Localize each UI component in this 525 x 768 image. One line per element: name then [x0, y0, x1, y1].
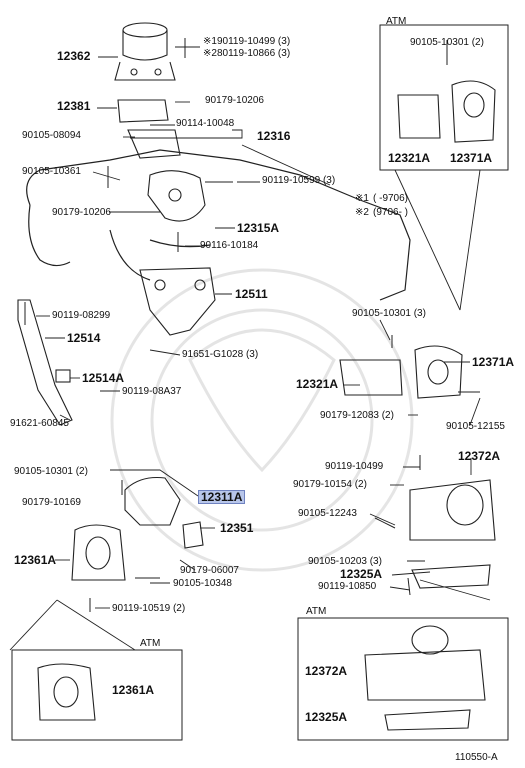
part-label-90105-12243[interactable]: 90105-12243	[298, 508, 357, 519]
part-label-90179-10154[interactable]: 90179-10154 (2)	[293, 479, 367, 490]
canister-12362-drawing	[114, 22, 176, 81]
part-label-90179-10206-top[interactable]: 90179-10206	[205, 95, 264, 106]
part-label-12372A-inset[interactable]: 12372A	[305, 664, 348, 678]
part-label-90119-10850[interactable]: 90119-10850	[318, 581, 377, 592]
part-label-90179-10169[interactable]: 90179-10169	[22, 497, 81, 508]
part-label-90119-08299[interactable]: 90119-08299	[52, 310, 111, 321]
part-label-90105-10301-left[interactable]: 90105-10301 (2)	[14, 466, 88, 477]
note2-range: (9706- )	[373, 207, 409, 218]
part-label-190119-10499[interactable]: ※190119-10499 (3)	[203, 36, 291, 47]
part-label-12371A-tr[interactable]: 12371A	[450, 151, 493, 165]
part-label-12361A[interactable]: 12361A	[14, 553, 57, 567]
part-label-90105-10203[interactable]: 90105-10203 (3)	[308, 556, 382, 567]
part-label-90114-10048[interactable]: 90114-10048	[176, 118, 235, 129]
part-label-12325A-inset[interactable]: 12325A	[305, 710, 348, 724]
part-label-90105-08094[interactable]: 90105-08094	[22, 130, 81, 141]
part-label-90105-10301-tr[interactable]: 90105-10301 (2)	[410, 37, 484, 48]
part-label-12362[interactable]: 12362	[57, 49, 91, 63]
part-label-91651-G1028[interactable]: 91651-G1028 (3)	[182, 349, 259, 360]
part-label-90119-10519[interactable]: 90119-10519 (2)	[112, 603, 186, 614]
part-label-12321A-mid[interactable]: 12321A	[296, 377, 339, 391]
part-label-91621-60845[interactable]: 91621-60845	[10, 418, 69, 429]
part-label-12511[interactable]: 12511	[235, 287, 268, 301]
part-label-90179-10206-mid[interactable]: 90179-10206	[52, 207, 111, 218]
part-label-12514A[interactable]: 12514A	[82, 371, 125, 385]
part-label-90116-10184[interactable]: 90116-10184	[200, 240, 259, 251]
part-label-90119-08A37[interactable]: 90119-08A37	[122, 386, 182, 397]
diagram-code: 110550-A	[455, 752, 498, 763]
part-label-12361A-inset[interactable]: 12361A	[112, 683, 155, 697]
inset-title-top-right: ATM	[386, 16, 407, 27]
inset-title-bottom-left: ATM	[140, 638, 161, 649]
watermark	[110, 268, 414, 572]
inset-box-bottom-left	[11, 649, 183, 741]
part-label-90179-06007[interactable]: 90179-06007	[180, 565, 239, 576]
part-label-90105-10301-mid[interactable]: 90105-10301 (3)	[352, 308, 426, 319]
part-label-12372A[interactable]: 12372A	[458, 449, 501, 463]
part-label-90119-10499[interactable]: 90119-10499	[325, 461, 384, 472]
part-label-12325A[interactable]: 12325A	[340, 567, 383, 581]
part-label-280119-10866[interactable]: ※280119-10866 (3)	[203, 48, 291, 59]
part-label-12321A-tr[interactable]: 12321A	[388, 151, 431, 165]
part-label-90105-12155[interactable]: 90105-12155	[446, 421, 505, 432]
part-drawings	[17, 22, 496, 731]
note2-id: ※2	[355, 207, 369, 218]
part-label-12371A-mid[interactable]: 12371A	[472, 355, 515, 369]
part-label-12514[interactable]: 12514	[67, 331, 101, 345]
inset-title-bottom-right: ATM	[306, 606, 327, 617]
part-label-12311A-highlighted[interactable]: 12311A	[198, 490, 246, 504]
part-label-12316[interactable]: 12316	[257, 129, 291, 143]
part-label-90105-10348[interactable]: 90105-10348	[173, 578, 232, 589]
engine-outline	[26, 149, 411, 301]
part-label-90105-10361[interactable]: 90105-10361	[22, 166, 81, 177]
leader-lines	[9, 46, 491, 651]
part-label-12315A[interactable]: 12315A	[237, 221, 280, 235]
note1-id: ※1	[355, 193, 369, 204]
inset-box-bottom-right	[297, 617, 509, 741]
part-label-90179-12083[interactable]: 90179-12083 (2)	[320, 410, 394, 421]
part-label-12381[interactable]: 12381	[57, 99, 91, 113]
inset-frames	[11, 24, 509, 741]
part-label-90119-10599[interactable]: 90119-10599 (3)	[262, 175, 336, 186]
note1-range: ( -9706)	[373, 193, 409, 204]
part-label-12351[interactable]: 12351	[220, 521, 254, 535]
inset-box-top-right	[379, 24, 509, 171]
